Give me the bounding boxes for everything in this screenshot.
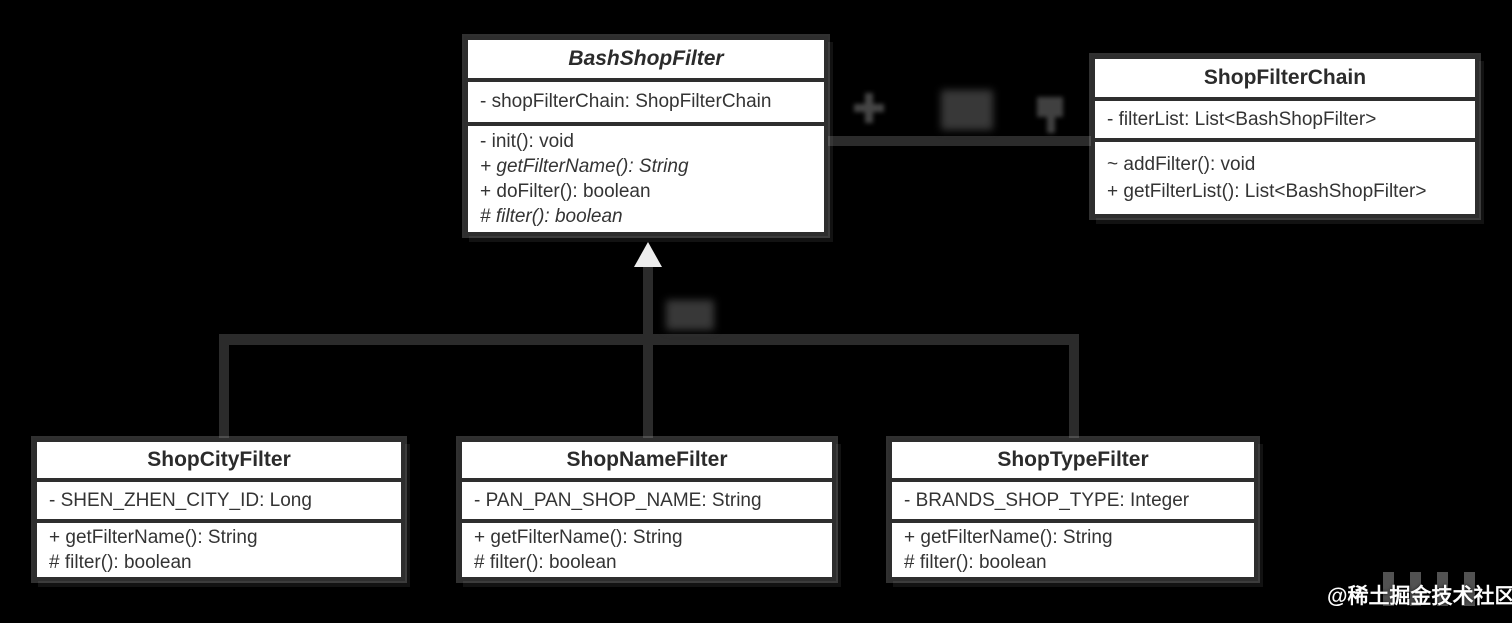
class-title: ShopNameFilter [462, 442, 832, 482]
method: # filter(): boolean [49, 552, 192, 573]
generalization-drop-shopcityfilter [219, 345, 229, 438]
method: + getFilterName(): String [480, 156, 689, 177]
class-title: ShopTypeFilter [892, 442, 1254, 482]
attribute: - filterList: List<BashShopFilter> [1107, 108, 1377, 130]
attribute: - shopFilterChain: ShopFilterChain [480, 91, 772, 112]
blurred-label [1037, 95, 1065, 133]
method: + doFilter(): boolean [480, 181, 651, 202]
class-methods: ~ addFilter(): void + getFilterList(): L… [1095, 142, 1475, 214]
class-attributes: - shopFilterChain: ShopFilterChain [468, 82, 824, 126]
class-attributes: - BRANDS_SHOP_TYPE: Integer [892, 482, 1254, 523]
class-shopfilterchain: ShopFilterChain - filterList: List<BashS… [1091, 55, 1479, 218]
class-attributes: - SHEN_ZHEN_CITY_ID: Long [37, 482, 401, 523]
generalization-line-vertical [643, 265, 653, 438]
class-title: ShopCityFilter [37, 442, 401, 482]
watermark-bar [1383, 572, 1394, 606]
blurred-label [941, 90, 993, 130]
method: # filter(): boolean [480, 206, 623, 227]
inheritance-triangle-icon [634, 242, 662, 267]
method: # filter(): boolean [474, 552, 617, 573]
method: + getFilterName(): String [904, 527, 1113, 548]
method: - init(): void [480, 131, 574, 152]
method: # filter(): boolean [904, 552, 1047, 573]
class-shoptypefilter: ShopTypeFilter - BRANDS_SHOP_TYPE: Integ… [888, 438, 1258, 581]
class-methods: - init(): void + getFilterName(): String… [468, 126, 824, 232]
attribute: - BRANDS_SHOP_TYPE: Integer [904, 489, 1190, 511]
class-title: BashShopFilter [468, 40, 824, 82]
class-shopcityfilter: ShopCityFilter - SHEN_ZHEN_CITY_ID: Long… [33, 438, 405, 581]
blurred-label [666, 300, 714, 330]
blurred-label [854, 93, 884, 123]
class-methods: + getFilterName(): String # filter(): bo… [37, 523, 401, 577]
class-title: ShopFilterChain [1095, 59, 1475, 101]
class-methods: + getFilterName(): String # filter(): bo… [462, 523, 832, 577]
class-attributes: - filterList: List<BashShopFilter> [1095, 101, 1475, 142]
attribute: - PAN_PAN_SHOP_NAME: String [474, 489, 762, 511]
class-bashshopfilter: BashShopFilter - shopFilterChain: ShopFi… [464, 36, 828, 236]
class-attributes: - PAN_PAN_SHOP_NAME: String [462, 482, 832, 523]
class-shopnamefilter: ShopNameFilter - PAN_PAN_SHOP_NAME: Stri… [458, 438, 836, 581]
attribute: - SHEN_ZHEN_CITY_ID: Long [49, 489, 312, 511]
association-line-bash-to-chain [828, 136, 1091, 146]
watermark-bar [1410, 572, 1421, 606]
watermark: @稀土掘金技术社区 [1327, 585, 1512, 608]
watermark-bar [1437, 572, 1448, 606]
method: ~ addFilter(): void [1107, 154, 1256, 175]
watermark-bar [1464, 572, 1475, 606]
generalization-drop-shoptypefilter [1069, 345, 1079, 438]
method: + getFilterName(): String [474, 527, 683, 548]
class-methods: + getFilterName(): String # filter(): bo… [892, 523, 1254, 577]
method: + getFilterList(): List<BashShopFilter> [1107, 181, 1427, 202]
generalization-line-horizontal [219, 334, 1079, 345]
method: + getFilterName(): String [49, 527, 258, 548]
